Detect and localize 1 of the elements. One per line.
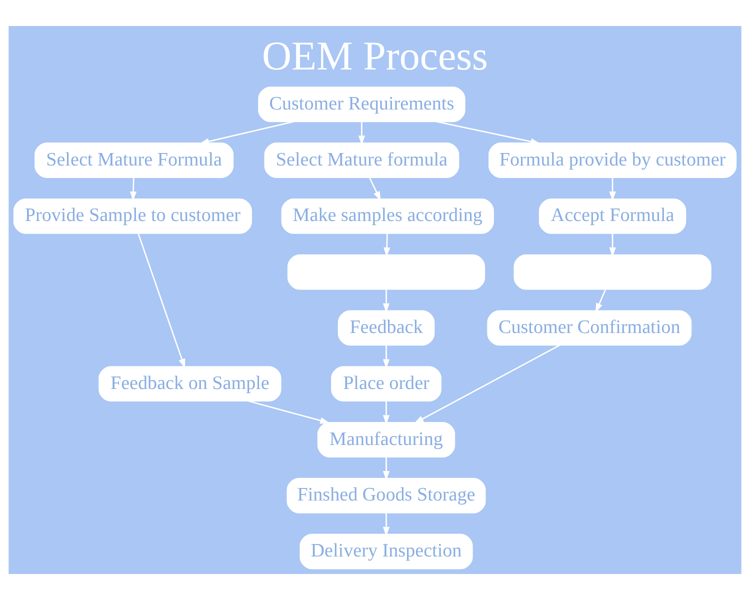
diagram-title: OEM Process	[262, 33, 488, 78]
